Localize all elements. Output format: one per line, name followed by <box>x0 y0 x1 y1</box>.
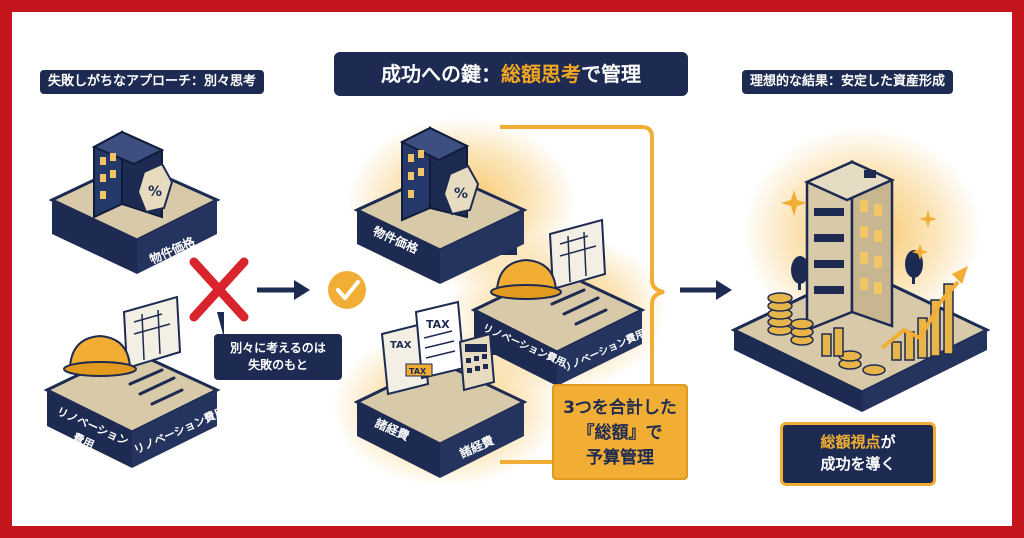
total-summary-box: 3つを合計した 『総額』で 予算管理 <box>552 384 688 480</box>
trees <box>791 250 923 290</box>
bar-graph-icon <box>821 283 954 361</box>
left-building-icon <box>91 130 165 219</box>
tax-document-icon: TAX TAX TAX <box>380 300 466 396</box>
diagram-illustration: % 物件価格 物件価格 リノベーション 費用 リノベーション費用 <box>43 117 991 487</box>
cross-icon <box>189 257 249 322</box>
center-property-block: % 物件価格 <box>353 126 528 284</box>
failure-note-line1: 別々に考えるのは <box>230 341 326 355</box>
hard-hat-icon <box>63 334 137 377</box>
tax-label-2: TAX <box>426 318 450 331</box>
blueprint-icon <box>122 295 182 370</box>
arrow-right-icon <box>257 280 310 300</box>
left-property-block: % 物件価格 物件価格 <box>48 130 221 283</box>
title-prefix: 成功への鍵： <box>381 62 501 86</box>
center-percent-tag-icon: % <box>442 164 480 216</box>
summary-line1: 3つを合計した <box>563 398 677 418</box>
result-highlight: 総額視点 <box>820 433 881 451</box>
result-line2: 成功を導く <box>820 455 896 473</box>
failure-note-line2: 失敗のもと <box>248 358 308 372</box>
summary-line3: 予算管理 <box>586 448 654 468</box>
result-suffix: が <box>880 433 896 451</box>
apartment-building-icon <box>803 160 896 332</box>
center-blueprint-icon <box>548 218 607 291</box>
center-expenses-block: TAX TAX TAX 諸経費 諸経費 <box>353 300 528 478</box>
check-icon <box>328 271 366 309</box>
diagram-canvas: % 物件価格 物件価格 リノベーション 費用 リノベーション費用 <box>12 12 1012 526</box>
center-hard-hat-icon <box>490 258 562 300</box>
center-renovation-block: リノベーション費用 リノベーション費用 <box>470 218 647 386</box>
tools-icon <box>128 368 184 406</box>
page-title: 成功への鍵：総額思考で管理 <box>334 52 688 96</box>
left-column-label: 失敗しがちなアプローチ：別々思考 <box>40 70 265 94</box>
center-tools-icon <box>550 288 608 326</box>
result-box: 総額視点が 成功を導く <box>780 422 936 486</box>
right-column-label: 理想的な結果：安定した資産形成 <box>742 70 954 94</box>
failure-note: 別々に考えるのは 失敗のもと <box>214 334 342 380</box>
arrow-right-icon-2 <box>680 280 732 300</box>
sparkle-icon <box>781 190 937 260</box>
tax-label-1: TAX <box>390 340 412 351</box>
svg-text:%: % <box>148 184 162 200</box>
summary-line2: 『総額』で <box>577 423 663 443</box>
left-renovation-block: リノベーション 費用 リノベーション費用 <box>43 295 227 468</box>
calculator-icon <box>458 332 496 392</box>
percent-tag-icon: % <box>136 162 174 214</box>
result-platform <box>730 268 991 412</box>
growth-arrow-icon <box>880 266 968 350</box>
coin-stack-icon <box>767 292 886 376</box>
title-suffix: で管理 <box>581 62 641 86</box>
tax-label-3: TAX <box>409 367 427 376</box>
svg-text:%: % <box>454 186 468 202</box>
title-highlight: 総額思考 <box>501 62 581 86</box>
